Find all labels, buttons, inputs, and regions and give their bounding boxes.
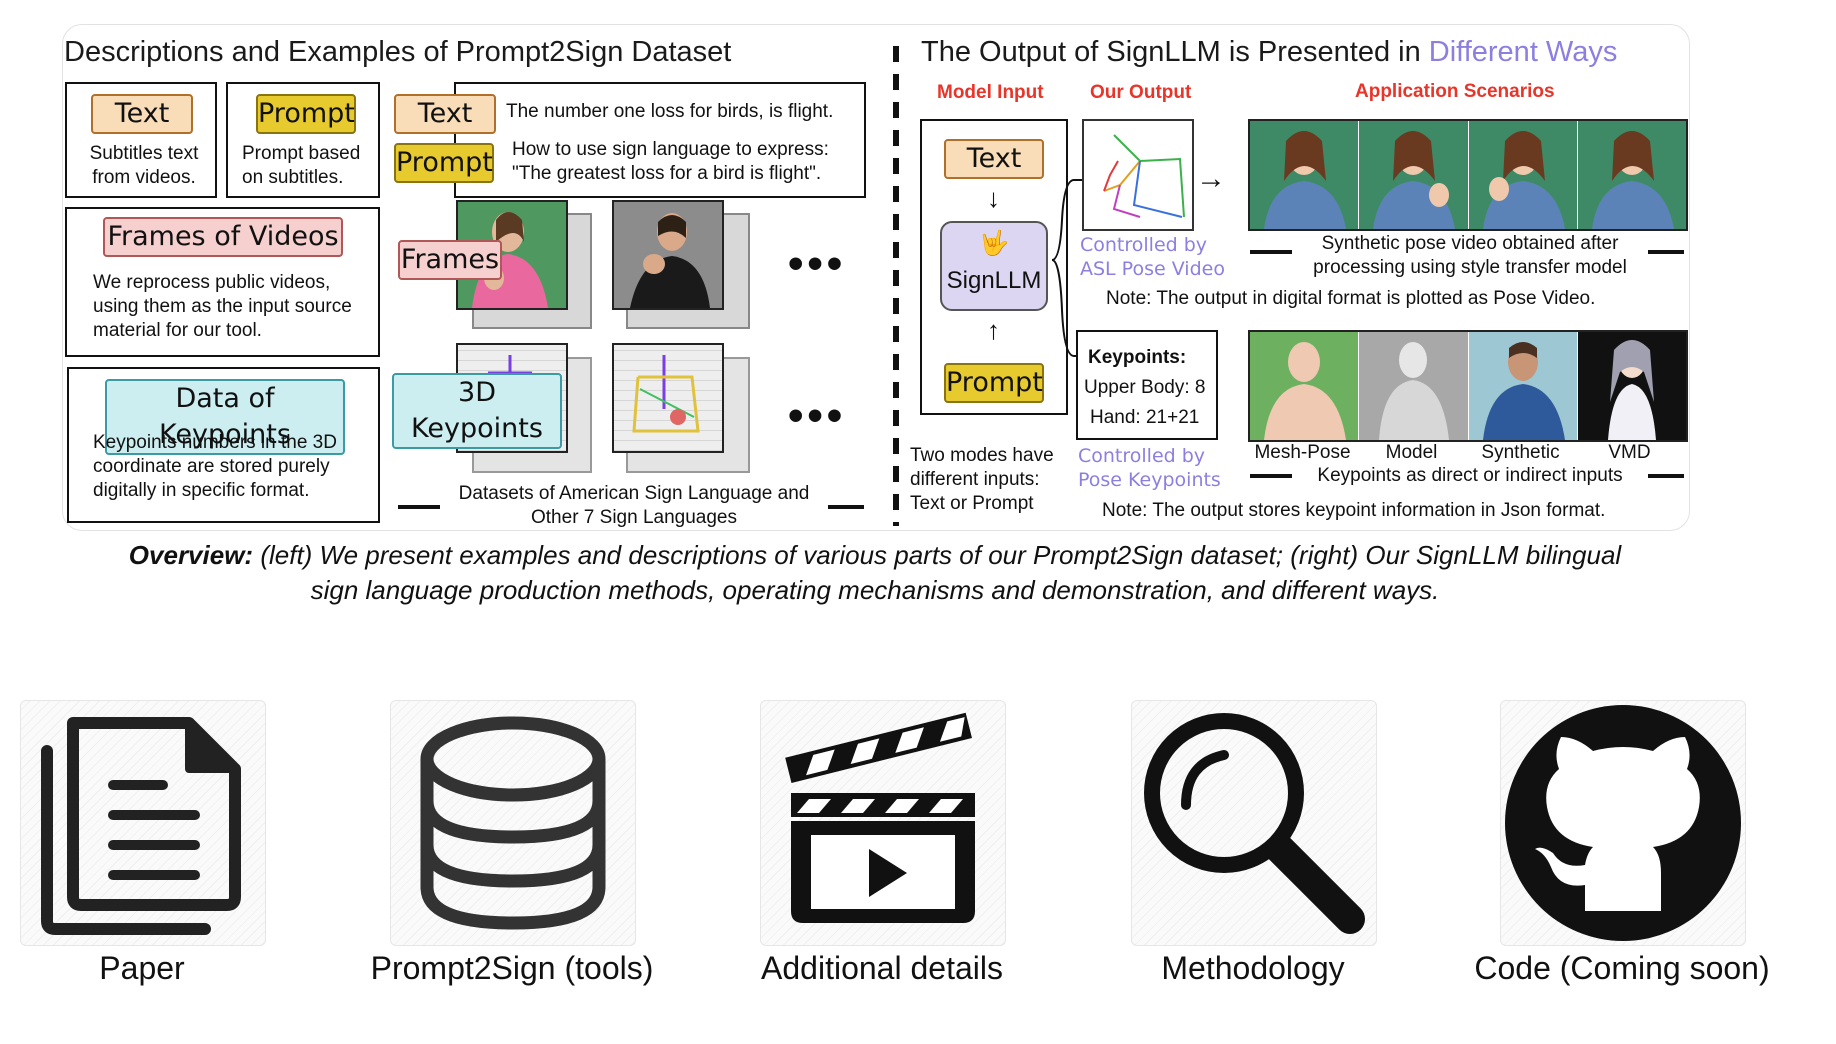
example-text-tag: Text: [394, 94, 496, 134]
modes-text: Two modes have different inputs: Text or…: [910, 445, 1054, 514]
scenario-label-1: Model: [1385, 442, 1438, 463]
application-label: Application Scenarios: [1355, 81, 1555, 102]
keypoints-tag: 3D Keypoints: [392, 373, 562, 449]
synthetic-bracket-left: [1250, 250, 1292, 254]
keypoint-thumb-2: [612, 343, 724, 453]
arrow-up-icon: ↑: [987, 315, 1000, 345]
text-tag: Text: [91, 94, 193, 134]
scenario-synthetic: [1468, 332, 1578, 440]
methodology-link-label[interactable]: Methodology: [1161, 950, 1345, 986]
our-output-label: Our Output: [1090, 82, 1192, 103]
model-prompt-tag: Prompt: [944, 363, 1044, 403]
details-link-label[interactable]: Additional details: [761, 950, 1003, 986]
paper-link-card[interactable]: [20, 700, 266, 946]
keypoints-card: Data of Keypoints Keypoints numbers in t…: [67, 367, 380, 523]
signing-hands-icon: 🤟: [979, 230, 1009, 257]
right-title: The Output of SignLLM is Presented in Di…: [921, 36, 1617, 69]
synthetic-frame-3: [1468, 121, 1578, 229]
prompt-card: Prompt Prompt based on subtitles.: [226, 82, 380, 198]
note-pose-video: Note: The output in digital format is pl…: [1106, 288, 1596, 309]
frames-card: Frames of Videos We reprocess public vid…: [65, 207, 380, 357]
text-card: Text Subtitles text from videos.: [65, 82, 217, 198]
prompt-tag: Prompt: [256, 94, 356, 134]
prompt2sign-link-label[interactable]: Prompt2Sign (tools): [370, 950, 654, 986]
keypoints-title: Keypoints:: [1088, 347, 1187, 368]
keypoints-header: Data of Keypoints: [105, 379, 345, 455]
example-card: The number one loss for birds, is flight…: [454, 82, 866, 198]
datasets-caption: Datasets of American Sign Language and O…: [458, 483, 810, 528]
scenario-bracket-right: [1648, 474, 1684, 478]
signllm-block: 🤟 SignLLM: [940, 221, 1048, 311]
signllm-name: SignLLM: [946, 267, 1042, 294]
scenario-strip: [1248, 330, 1688, 442]
overview-line-1: Overview: (left) We present examples and…: [62, 540, 1688, 571]
keypoints-output-box: Keypoints: Upper Body: 8 Hand: 21+21: [1076, 330, 1218, 440]
overview-text-1: (left) We present examples and descripti…: [260, 540, 1622, 570]
caption-bracket-left: [398, 505, 440, 509]
keypoints-ellipsis: •••: [788, 391, 847, 440]
github-icon: [1505, 705, 1741, 941]
right-title-main: The Output of SignLLM is Presented in: [921, 36, 1421, 68]
scenario-bracket-left: [1250, 474, 1292, 478]
scenario-caption: Keypoints as direct or indirect inputs: [1317, 465, 1623, 486]
caption-bracket-right: [828, 505, 864, 509]
synthetic-frame-1: [1250, 121, 1360, 229]
arrow-down-icon: ↓: [987, 183, 1000, 213]
model-input-label: Model Input: [937, 82, 1044, 103]
synthetic-frame-2: [1359, 121, 1469, 229]
right-title-accent: Different Ways: [1428, 36, 1618, 68]
prompt2sign-link-card[interactable]: [390, 700, 636, 946]
scenario-mesh-pose: [1250, 332, 1360, 440]
methodology-link-card[interactable]: [1131, 700, 1377, 946]
pose-output-thumb: [1082, 119, 1194, 231]
synthetic-caption: Synthetic pose video obtained after proc…: [1313, 233, 1627, 278]
frame-thumb-2: [612, 200, 724, 310]
scenario-model: [1359, 332, 1469, 440]
arrow-right-icon: →: [1196, 162, 1226, 195]
frames-ellipsis: •••: [788, 239, 847, 288]
pose-skeleton: [1103, 134, 1185, 218]
scenario-label-0: Mesh-Pose: [1254, 442, 1351, 463]
code-link-card[interactable]: [1500, 700, 1746, 946]
controlled-pose-note: Controlled by ASL Pose Video: [1080, 234, 1225, 280]
synthetic-frame-4: [1577, 121, 1686, 229]
keypoints-hand: Hand: 21+21: [1090, 407, 1200, 428]
magnifier-icon: [1144, 713, 1365, 934]
scenario-vmd: [1577, 332, 1686, 440]
database-icon: [420, 716, 606, 930]
frames-header: Frames of Videos: [103, 217, 343, 257]
note-json: Note: The output stores keypoint informa…: [1102, 500, 1606, 521]
frames-tag: Frames: [398, 240, 502, 280]
controlled-keys-note: Controlled by Pose Keypoints: [1078, 445, 1221, 491]
paper-link-label[interactable]: Paper: [99, 950, 185, 986]
document-icon: [41, 717, 241, 935]
signer-figure-2: [630, 213, 710, 308]
synthetic-strip: [1248, 119, 1688, 231]
scenario-label-3: VMD: [1608, 442, 1651, 463]
prompt-desc: Prompt based on subtitles.: [242, 143, 361, 188]
example-prompt-tag: Prompt: [394, 143, 494, 183]
example-text: The number one loss for birds, is flight…: [506, 101, 834, 122]
scenario-label-2: Synthetic: [1481, 442, 1560, 463]
skeleton-3d-2: [632, 355, 700, 433]
code-link-label[interactable]: Code (Coming soon): [1474, 950, 1770, 986]
details-link-card[interactable]: [760, 700, 1006, 946]
clapperboard-icon: [785, 712, 975, 923]
left-title: Descriptions and Examples of Prompt2Sign…: [64, 36, 732, 68]
frames-desc: We reprocess public videos, using them a…: [93, 272, 352, 341]
model-text-tag: Text: [944, 139, 1044, 179]
overview-label: Overview:: [128, 540, 254, 570]
keypoints-upper: Upper Body: 8: [1084, 377, 1206, 398]
example-prompt: How to use sign language to express: "Th…: [512, 139, 829, 184]
dashed-divider: [893, 46, 899, 526]
keypoints-desc: Keypoints numbers in the 3D coordinate a…: [93, 432, 337, 501]
overview-line-2: sign language production methods, operat…: [310, 575, 1440, 605]
synthetic-bracket-right: [1648, 250, 1684, 254]
model-box: Text ↓ 🤟 SignLLM ↑ Prompt: [920, 119, 1068, 415]
text-desc: Subtitles text from videos.: [89, 143, 199, 188]
